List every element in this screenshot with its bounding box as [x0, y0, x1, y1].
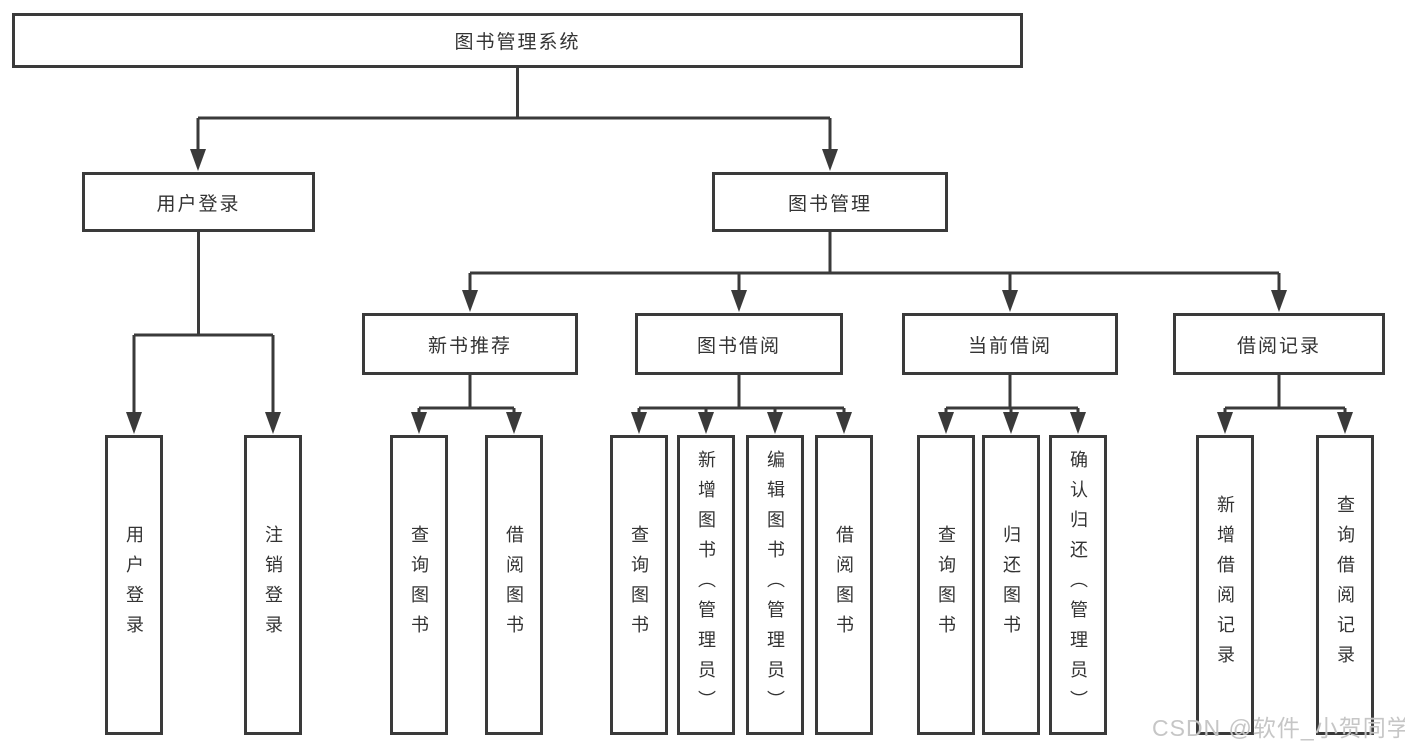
node-book-management-label: 图书管理 — [787, 193, 872, 215]
leaf-logout-login: 注销登录 — [244, 435, 302, 735]
node-new-book-recommend: 新书推荐 — [362, 313, 578, 375]
leaf-user-login: 用户登录 — [105, 435, 163, 735]
leaf-query-books-recommend-label: 查询图书 — [409, 525, 429, 645]
leaf-return-books-label: 归还图书 — [1001, 525, 1021, 645]
node-root-label: 图书管理系统 — [454, 32, 581, 53]
leaf-confirm-return-admin: 确认归还（管理员） — [1049, 435, 1107, 735]
node-book-borrow-label: 图书借阅 — [696, 335, 781, 357]
node-borrow-records-label: 借阅记录 — [1236, 335, 1321, 357]
leaf-borrow-books-borrow-label: 借阅图书 — [834, 525, 854, 645]
leaf-logout-login-label: 注销登录 — [263, 525, 283, 645]
node-user-login-label: 用户登录 — [156, 193, 241, 215]
leaf-add-books-admin-label: 新增图书（管理员） — [696, 450, 716, 720]
leaf-add-borrow-record: 新增借阅记录 — [1196, 435, 1254, 735]
leaf-query-borrow-record: 查询借阅记录 — [1316, 435, 1374, 735]
leaf-query-books-borrow-label: 查询图书 — [629, 525, 649, 645]
leaf-edit-books-admin-label: 编辑图书（管理员） — [765, 450, 785, 720]
node-root: 图书管理系统 — [12, 13, 1023, 68]
leaf-query-books-recommend: 查询图书 — [390, 435, 448, 735]
leaf-return-books: 归还图书 — [982, 435, 1040, 735]
leaf-borrow-books-borrow: 借阅图书 — [815, 435, 873, 735]
leaf-query-books-current-label: 查询图书 — [936, 525, 956, 645]
leaf-add-borrow-record-label: 新增借阅记录 — [1215, 495, 1235, 675]
leaf-query-books-borrow: 查询图书 — [610, 435, 668, 735]
leaf-query-books-current: 查询图书 — [917, 435, 975, 735]
leaf-add-books-admin: 新增图书（管理员） — [677, 435, 735, 735]
node-book-management: 图书管理 — [712, 172, 948, 232]
node-book-borrow: 图书借阅 — [635, 313, 843, 375]
node-new-book-recommend-label: 新书推荐 — [427, 335, 512, 357]
node-borrow-records: 借阅记录 — [1173, 313, 1385, 375]
csdn-watermark: CSDN @软件_小贺同学 — [1152, 715, 1405, 741]
leaf-query-borrow-record-label: 查询借阅记录 — [1335, 495, 1355, 675]
node-current-borrow: 当前借阅 — [902, 313, 1118, 375]
leaf-confirm-return-admin-label: 确认归还（管理员） — [1068, 450, 1088, 720]
leaf-borrow-books-recommend-label: 借阅图书 — [504, 525, 524, 645]
leaf-edit-books-admin: 编辑图书（管理员） — [746, 435, 804, 735]
leaf-borrow-books-recommend: 借阅图书 — [485, 435, 543, 735]
node-user-login: 用户登录 — [82, 172, 315, 232]
node-current-borrow-label: 当前借阅 — [967, 335, 1052, 357]
leaf-user-login-label: 用户登录 — [124, 525, 144, 645]
